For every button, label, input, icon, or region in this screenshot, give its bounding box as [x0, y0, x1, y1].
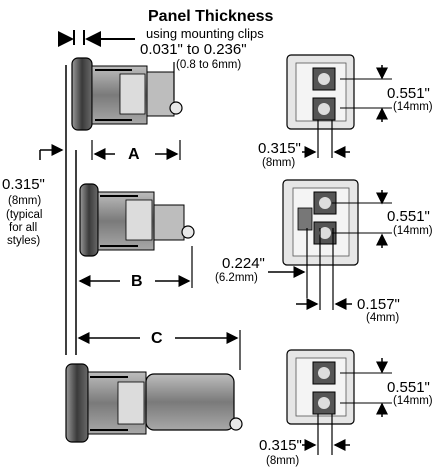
- front-top-height-mm: (14mm): [393, 101, 433, 113]
- dimension-a-label: A: [128, 146, 140, 163]
- front-bottom-width-in: 0.315": [259, 437, 302, 454]
- left-dimension-in: 0.315": [2, 176, 45, 193]
- front-middle-offset-mm: (6.2mm): [215, 272, 258, 284]
- front-bottom-height-in: 0.551": [387, 379, 430, 396]
- side-view-b: [79, 183, 195, 257]
- front-view-bottom: [286, 349, 355, 425]
- left-dimension-mm: (8mm): [8, 195, 42, 207]
- front-view-middle: [282, 179, 359, 266]
- front-view-top-dims: [302, 65, 392, 158]
- panel-thickness-title: Panel Thickness: [148, 8, 274, 25]
- front-middle-spacing-mm: (4mm): [366, 312, 400, 324]
- left-note-line2: for all: [9, 222, 38, 234]
- left-8mm-bracket: [39, 144, 64, 160]
- front-middle-spacing-in: 0.157": [357, 296, 400, 313]
- side-view-c: [65, 363, 243, 443]
- dimension-a: [91, 140, 181, 160]
- panel-thickness-dimension: [58, 30, 135, 47]
- front-view-middle-dims: [268, 190, 392, 310]
- left-note-line3: styles): [7, 235, 41, 247]
- dimension-b-label: B: [131, 273, 143, 290]
- front-bottom-height-mm: (14mm): [393, 395, 433, 407]
- front-view-bottom-dims: [302, 358, 392, 455]
- panel-thickness-range-in: 0.031" to 0.236": [140, 41, 247, 58]
- dimension-c: [77, 330, 241, 370]
- dimension-b: [78, 246, 193, 288]
- side-view-a: [71, 57, 183, 131]
- panel-thickness-subtitle: using mounting clips: [146, 26, 264, 41]
- front-middle-height-in: 0.551": [387, 208, 430, 225]
- panel-thickness-range-mm: (0.8 to 6mm): [176, 59, 242, 71]
- front-middle-offset-in: 0.224": [222, 255, 265, 272]
- front-view-top: [286, 54, 355, 130]
- left-note-line1: (typical: [6, 209, 43, 221]
- front-top-height-in: 0.551": [387, 85, 430, 102]
- front-top-width-in: 0.315": [258, 140, 301, 157]
- front-top-width-mm: (8mm): [262, 157, 296, 169]
- front-middle-height-mm: (14mm): [393, 225, 433, 237]
- front-bottom-width-mm: (8mm): [266, 455, 300, 467]
- dimension-c-label: C: [151, 330, 163, 347]
